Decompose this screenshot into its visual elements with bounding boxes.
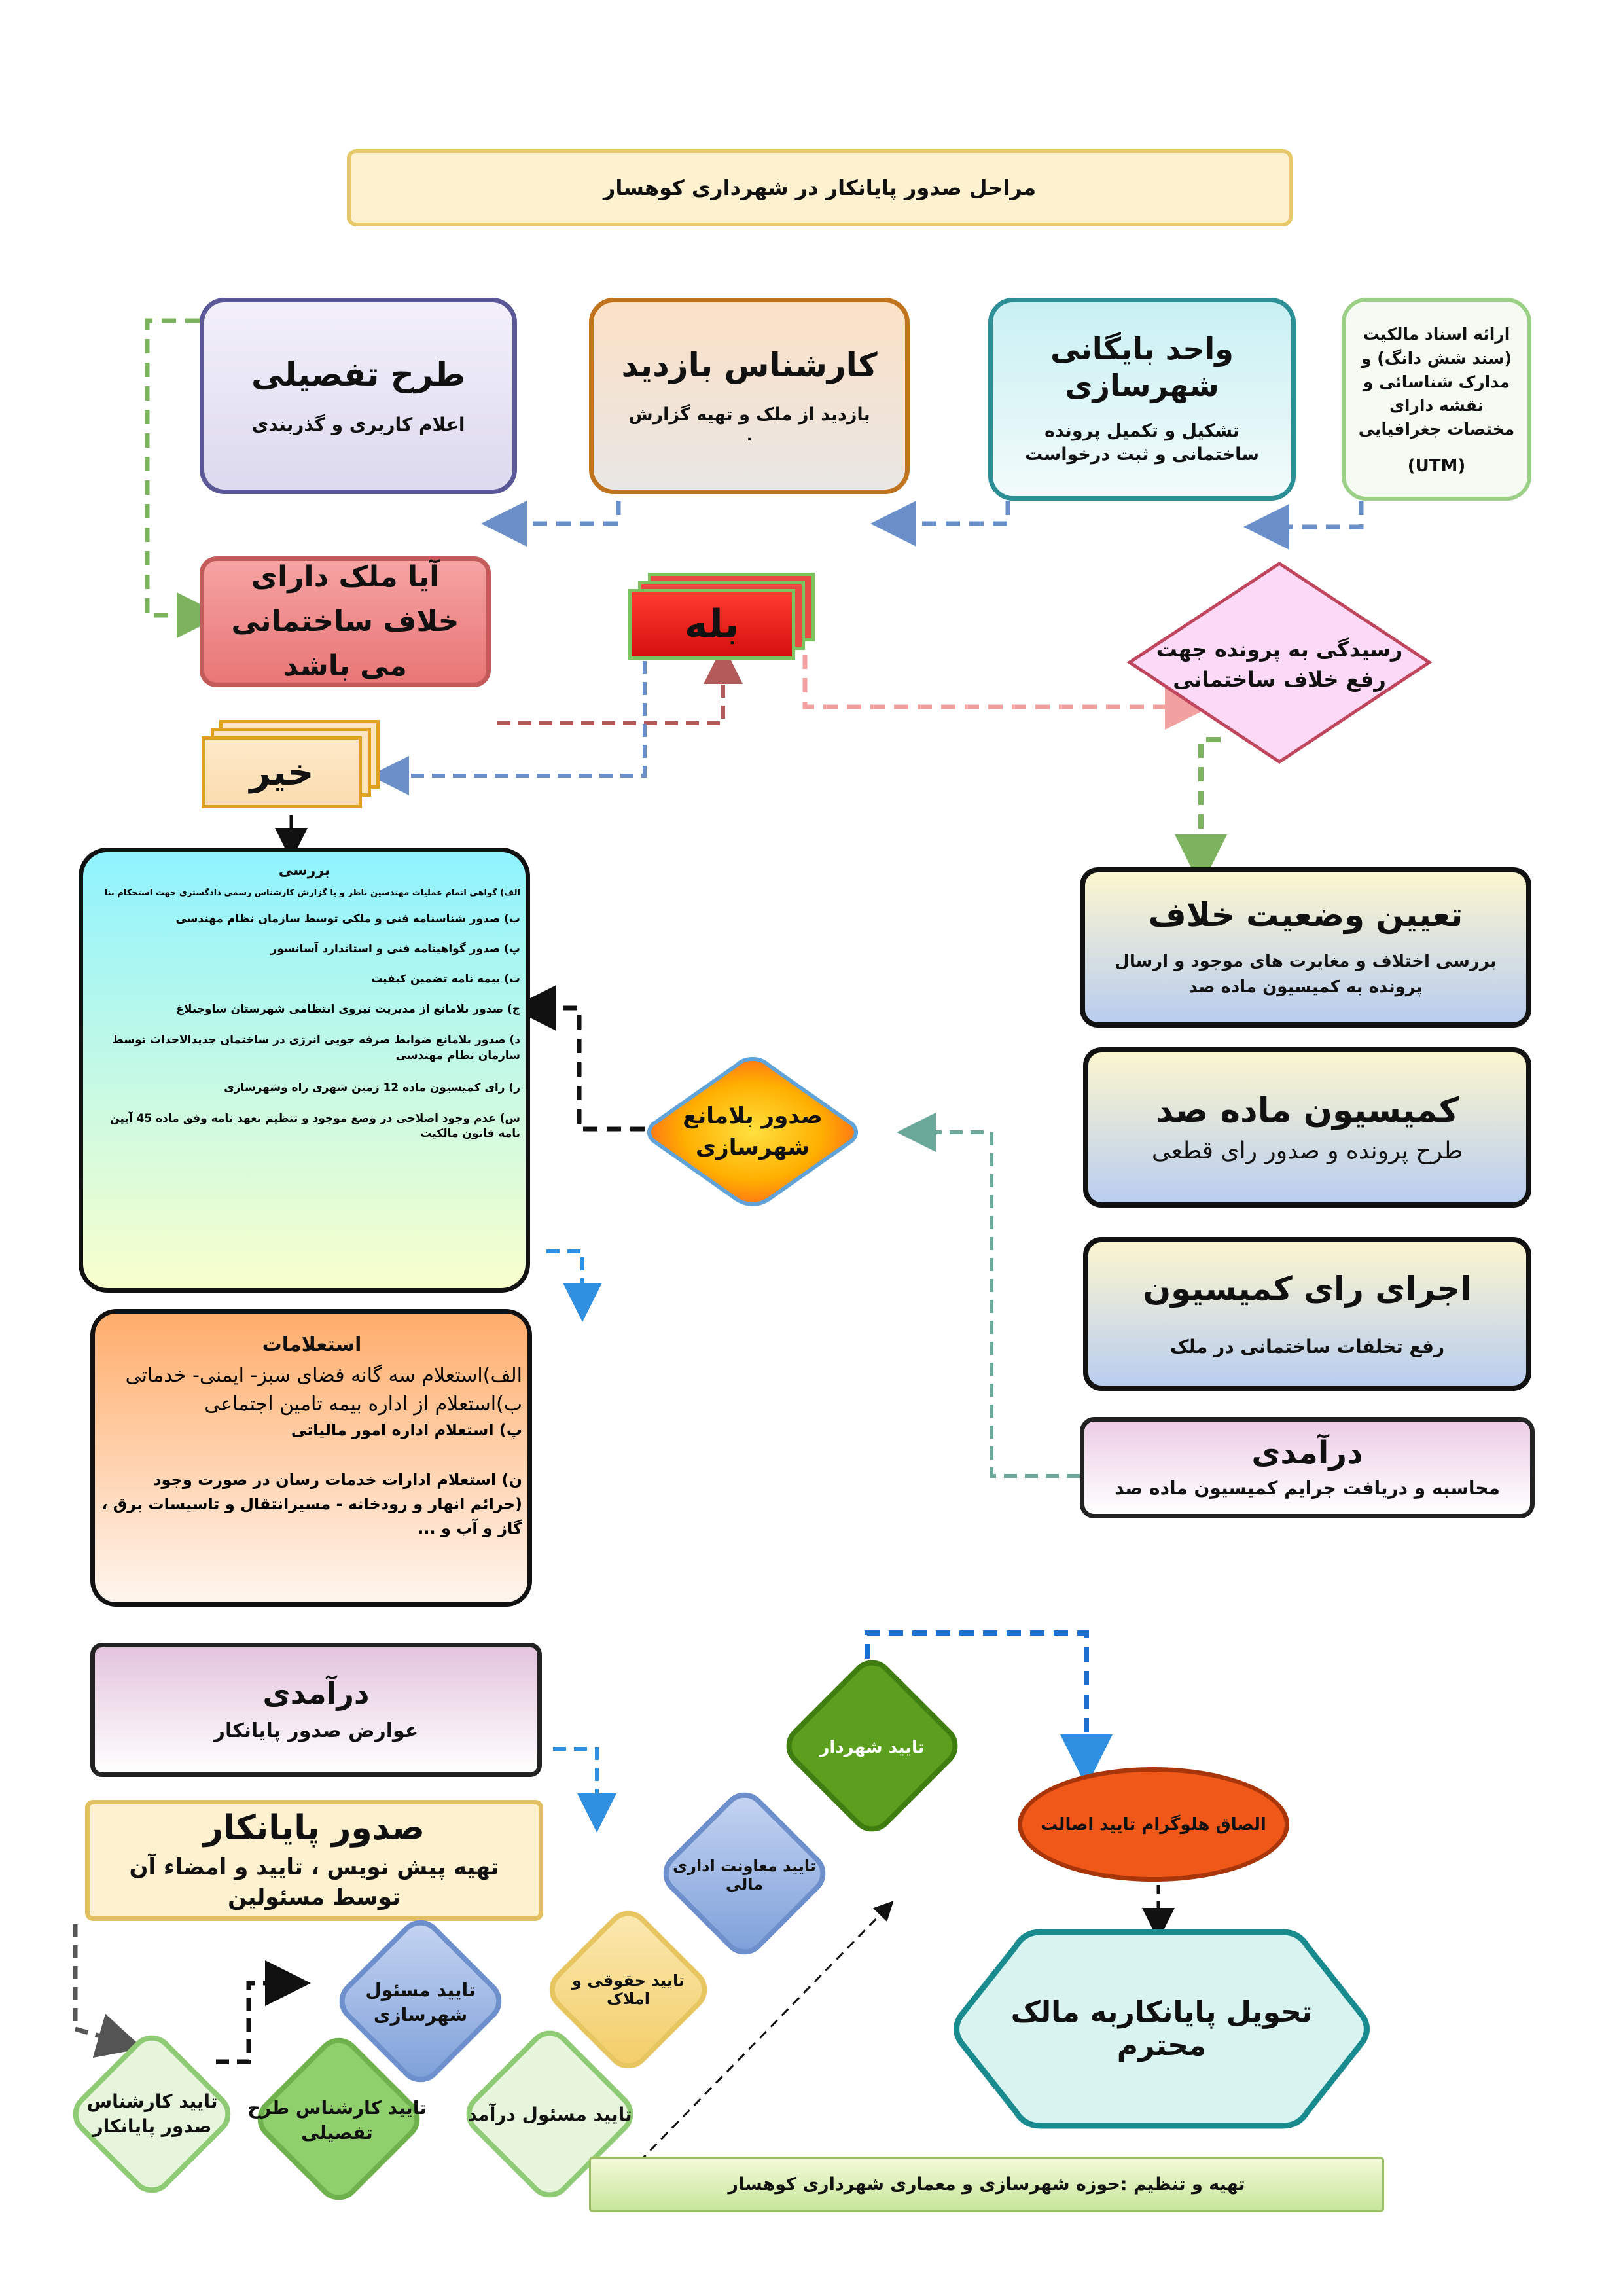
daramadi-left-sub: عوارض صدور پایانکار <box>213 1719 419 1742</box>
page-title-box: مراحل صدور پایانکار در شهرداری کوهسار <box>347 149 1293 226</box>
daramadi-right-sub: محاسبه و دریافت جرایم کمیسیون ماده صد <box>1115 1477 1500 1499</box>
daramadi-right-box: درآمدی محاسبه و دریافت جرایم کمیسیون ماد… <box>1080 1417 1535 1518</box>
barrasi-item: د) صدور بلامانع ضوابط صرفه جویی انرژی در… <box>112 1033 520 1062</box>
esteelamat-item: ن) استعلام ادارات خدمات رسان در صورت وجو… <box>101 1471 522 1538</box>
asnad-text: ارائه اسناد مالکیت (سند شش دانگ) و مدارک… <box>1358 325 1515 439</box>
diamond-d1-label: تایید کارشناس صدور پایانکار <box>86 2090 218 2137</box>
diamond-d3-label: تایید مسئول شهرسازی <box>365 1979 476 2026</box>
barrasi-box: بررسی الف) گواهی اتمام عملیات مهندسین نا… <box>79 848 530 1293</box>
resolve-diamond: رسیدگی به پرونده جهت رفع خلاف ساختمانی <box>1126 560 1433 766</box>
barrasi-item: الف) گواهی اتمام عملیات مهندسین ناظر و ی… <box>104 888 520 898</box>
holo-ellipse: الصاق هلوگرام تایید اصالت <box>1018 1767 1289 1882</box>
tafsili-sub: اعلام کاربری و گذربندی <box>251 414 465 436</box>
barrasi-item: ت) بیمه نامه تضمین کیفیت <box>371 973 520 986</box>
asnad-box: ارائه اسناد مالکیت (سند شش دانگ) و مدارک… <box>1342 298 1531 501</box>
page-title: مراحل صدور پایانکار در شهرداری کوهسار <box>603 175 1037 200</box>
barrasi-item: پ) صدور گواهینامه فنی و استاندارد آسانسو… <box>270 942 520 956</box>
commission-sub: طرح پرونده و صدور رای قطعی <box>1151 1138 1463 1165</box>
footer-text: تهیه و تنظیم :حوزه شهرسازی و معماری شهرد… <box>728 2174 1245 2195</box>
barrasi-title: بررسی <box>278 863 330 879</box>
ejra-title: اجرای رای کمیسیون <box>1143 1269 1472 1308</box>
ejra-box: اجرای رای کمیسیون رفع تخلفات ساختمانی در… <box>1083 1237 1531 1391</box>
esteelamat-item: الف)استعلام سه گانه فضای سبز- ایمنی- خدم… <box>125 1364 522 1387</box>
barrasi-item: ر) رای کمیسیون ماده 12 زمین شهری راه وشه… <box>224 1081 520 1094</box>
bayegani-box: واحد بایگانی شهرسازی تشکیل و تکمیل پروند… <box>988 298 1296 501</box>
taeen-title: تعیین وضعیت خلاف <box>1148 895 1463 934</box>
tafsili-box: طرح تفصیلی اعلام کاربری و گذربندی <box>200 298 517 494</box>
kheyr-label: خیر <box>249 751 314 794</box>
bale-label: بله <box>684 601 740 647</box>
esteelamat-box: استعلامات الف)استعلام سه گانه فضای سبز- … <box>90 1309 532 1607</box>
barrasi-item: س) عدم وجود اصلاحی در وضع موجود و تنظیم … <box>110 1111 520 1141</box>
esteelamat-title: استعلامات <box>262 1333 362 1356</box>
taeen-box: تعیین وضعیت خلاف بررسی اختلاف و مغایرت ه… <box>1080 867 1531 1028</box>
delivery-shape: تحویل پایانکاربه مالک محترم <box>949 1924 1374 2134</box>
delivery-text: تحویل پایانکاربه مالک محترم <box>1010 1996 1313 2062</box>
bayegani-title: واحد بایگانی شهرسازی <box>1050 331 1234 403</box>
esteelamat-list: الف)استعلام سه گانه فضای سبز- ایمنی- خدم… <box>101 1361 522 1541</box>
karshenas-box: کارشناس بازدید بازدید از ملک و تهیه گزار… <box>589 298 910 494</box>
bale-box: بله <box>628 589 795 660</box>
diamond-d2-label: تایید کارشناس طرح تفصیلی <box>247 2097 427 2144</box>
tafsili-title: طرح تفصیلی <box>251 355 466 394</box>
diamond-d6-label: تایید معاونت اداری مالی <box>673 1857 816 1893</box>
ejra-sub: رفع تخلفات ساختمانی در ملک <box>1169 1335 1445 1357</box>
diamond-d4-label: تایید مسئول درآمد <box>467 2103 632 2125</box>
sodoor-title: صدور پایانکار <box>204 1808 425 1848</box>
belamane-diamond: صدور بلامانع شهرسازی <box>645 1054 861 1211</box>
diamond-d7-label: تایید شهردار <box>819 1738 925 1757</box>
question-text: آیا ملک دارای خلاف ساختمانی می باشد <box>231 560 459 683</box>
barrasi-list: الف) گواهی اتمام عملیات مهندسین ناظر و ی… <box>88 888 520 1142</box>
karshenas-sub: بازدید از ملک و تهیه گزارش <box>628 404 870 425</box>
taeen-sub: بررسی اختلاف و مغایرت های موجود و ارسال … <box>1115 951 1497 997</box>
commission-box: کمیسیون ماده صد طرح پرونده و صدور رای قط… <box>1083 1047 1531 1208</box>
barrasi-item: ج) صدور بلامانع از مدیریت نیروی انتظامی … <box>176 1003 520 1016</box>
daramadi-left-title: درآمدی <box>262 1675 370 1711</box>
diamond-d5-label: تایید حقوقی و املاک <box>572 1971 685 2008</box>
daramadi-right-title: درآمدی <box>1251 1434 1363 1471</box>
sodoor-box: صدور پایانکار تهیه پیش نویس ، تایید و ام… <box>85 1800 543 1921</box>
sodoor-sub: تهیه پیش نویس ، تایید و امضاء آن توسط مس… <box>129 1854 499 1910</box>
bayegani-sub: تشکیل و تکمیل پرونده ساختمانی و ثبت درخو… <box>1025 420 1259 465</box>
kheyr-box: خیر <box>202 736 362 808</box>
barrasi-item: ب) صدور شناسنامه فنی و ملکی توسط سازمان … <box>175 912 520 925</box>
daramadi-left-box: درآمدی عوارض صدور پایانکار <box>90 1643 542 1777</box>
footer-box: تهیه و تنظیم :حوزه شهرسازی و معماری شهرد… <box>589 2157 1384 2212</box>
karshenas-dot: . <box>746 428 753 445</box>
resolve-text: رسیدگی به پرونده جهت رفع خلاف ساختمانی <box>1156 636 1403 692</box>
belamane-text: صدور بلامانع شهرسازی <box>683 1103 823 1160</box>
commission-title: کمیسیون ماده صد <box>1155 1090 1459 1130</box>
esteelamat-item: ب)استعلام از اداره بیمه تامین اجتماعی <box>204 1392 522 1416</box>
karshenas-title: کارشناس بازدید <box>621 346 878 384</box>
esteelamat-item: پ) استعلام اداره امور مالیاتی <box>291 1421 522 1439</box>
asnad-utm: (UTM) <box>1407 456 1466 476</box>
question-box: آیا ملک دارای خلاف ساختمانی می باشد <box>200 556 491 687</box>
holo-text: الصاق هلوگرام تایید اصالت <box>1041 1814 1266 1835</box>
